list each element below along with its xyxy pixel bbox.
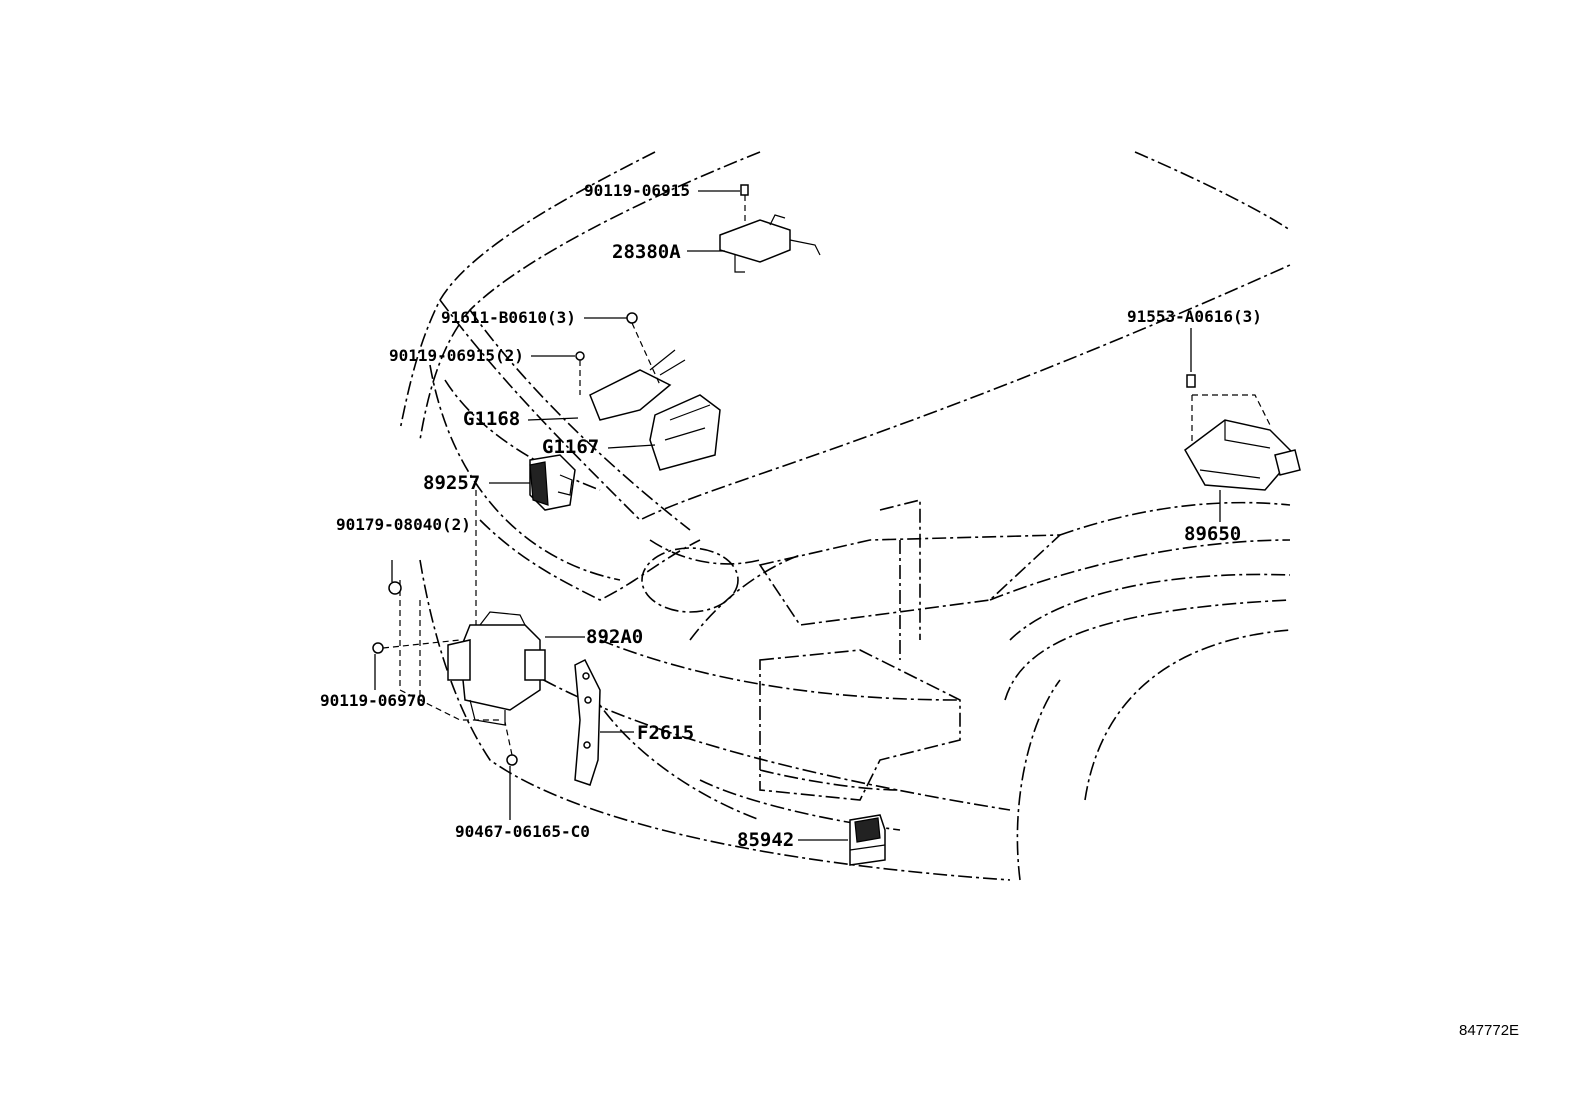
label-85942: 85942: [737, 829, 794, 851]
label-28380A: 28380A: [612, 241, 681, 263]
label-90119-06915: 90119-06915: [584, 181, 690, 200]
label-90467-06165-C0: 90467-06165-C0: [455, 822, 590, 841]
diagram-reference-code: 847772E: [1459, 1022, 1519, 1039]
part-89257: [475, 454, 576, 630]
part-G1168-G1167: [575, 312, 721, 471]
label-89257: 89257: [423, 472, 480, 494]
label-89650: 89650: [1184, 523, 1241, 545]
label-F2615: F2615: [637, 722, 694, 744]
part-labels: 90119-06915 28380A 91611-B0610(3) 90119-…: [320, 181, 1262, 851]
part-85942: [849, 814, 886, 866]
label-91553-A0616: 91553-A0616(3): [1127, 307, 1262, 326]
vehicle-body-outline: [399, 151, 1291, 881]
label-90119-06915-2: 90119-06915(2): [389, 346, 524, 365]
part-892A0: [372, 581, 546, 766]
leader-lines: [374, 190, 1221, 841]
part-28380A: [719, 184, 821, 273]
label-90119-06970: 90119-06970: [320, 691, 426, 710]
part-F2615: [574, 658, 601, 786]
part-89650: [1184, 374, 1301, 491]
label-892A0: 892A0: [586, 626, 643, 648]
label-90179-08040: 90179-08040(2): [336, 515, 471, 534]
label-91611-B0610: 91611-B0610(3): [441, 308, 576, 327]
label-G1167: G1167: [542, 436, 599, 458]
label-G1168: G1168: [463, 408, 520, 430]
